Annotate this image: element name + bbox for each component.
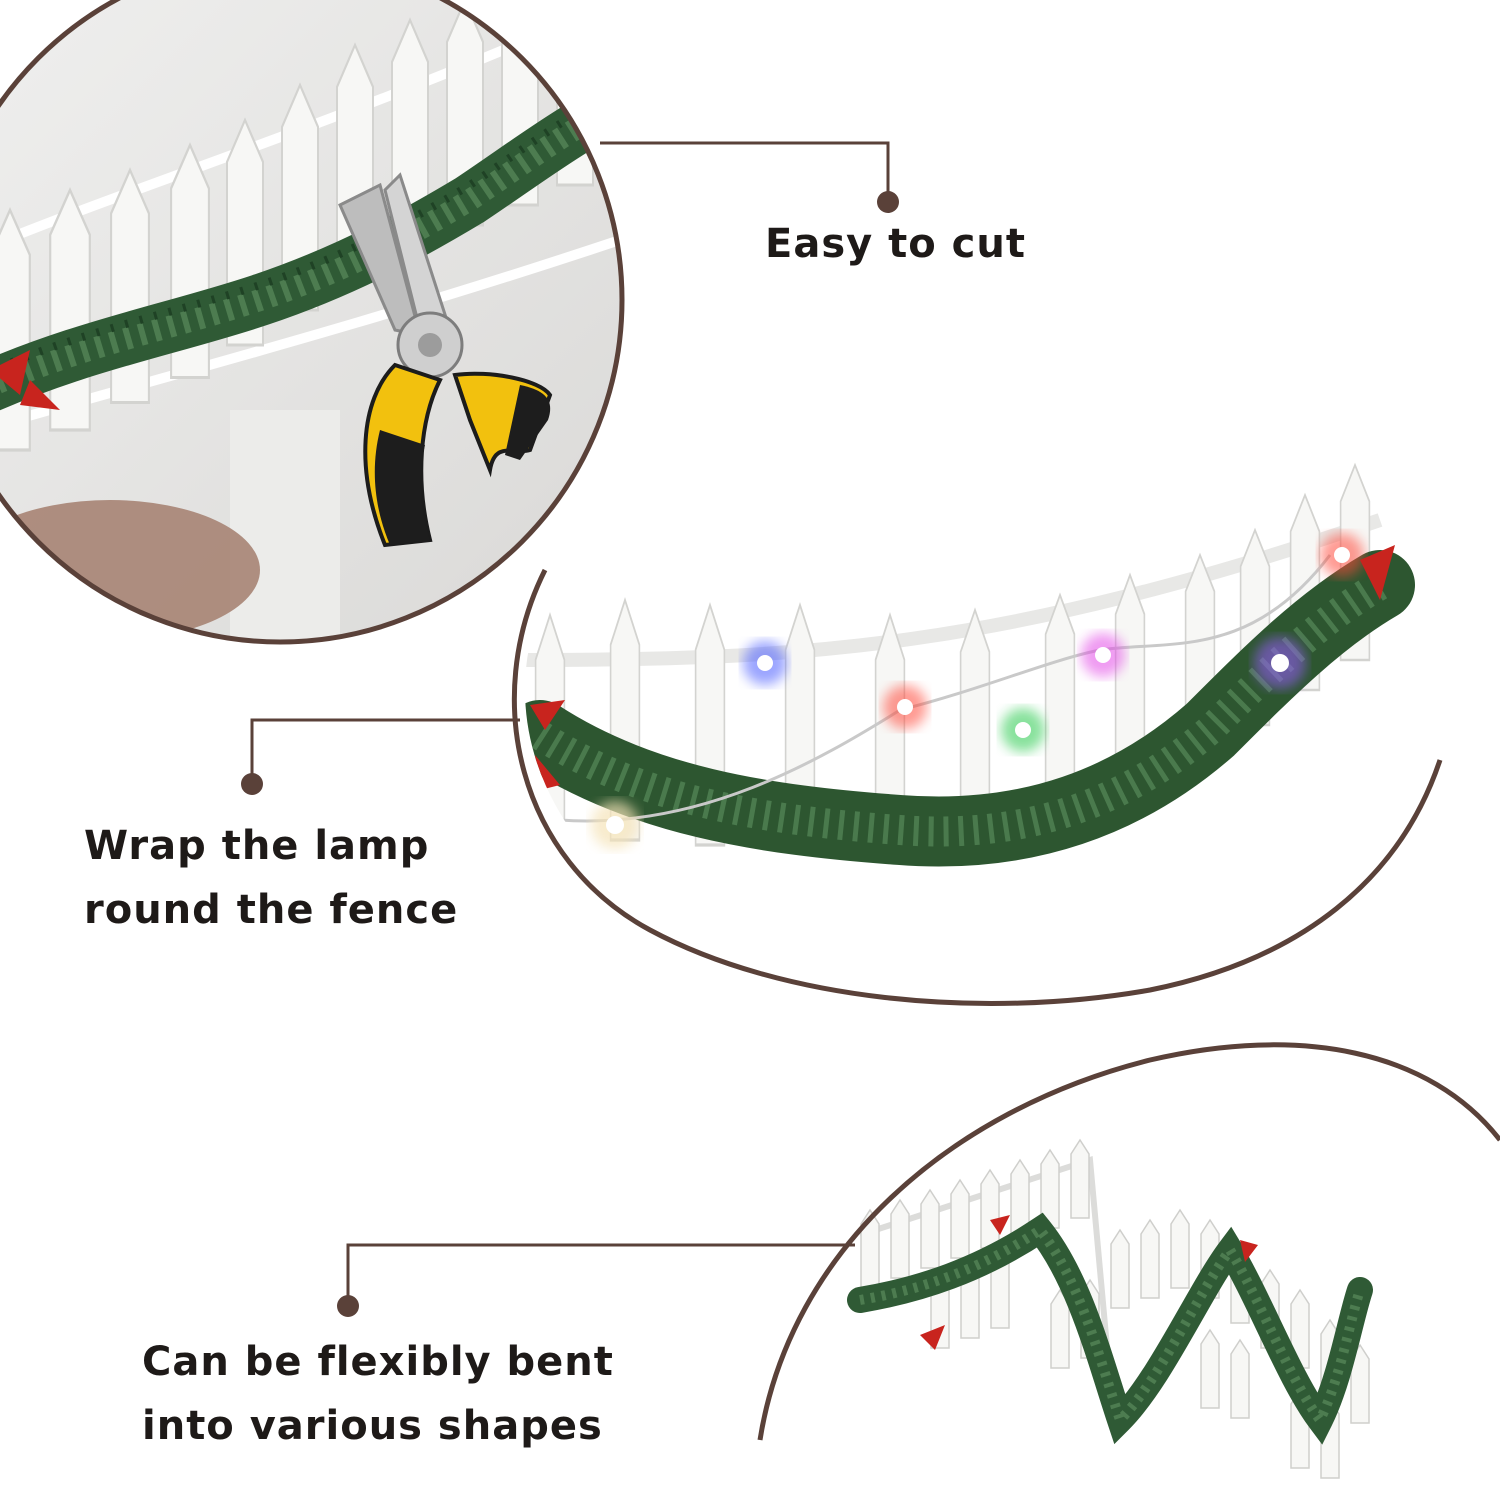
fence-row	[525, 463, 1383, 857]
connector-cut	[600, 141, 899, 213]
string-lights-icon	[591, 533, 1364, 849]
connector-wrap	[241, 718, 520, 795]
feature-label-line: Easy to cut	[765, 221, 1026, 267]
feature-label-bend: Can be flexibly bent into various shapes	[142, 1330, 614, 1458]
feature-label-line: into various shapes	[142, 1403, 603, 1449]
connector-bend	[337, 1243, 855, 1317]
photo-lights-on-fence	[525, 360, 1495, 1020]
red-bow-icon	[0, 350, 60, 410]
feature-label-line: round the fence	[84, 887, 459, 933]
feature-label-cut: Easy to cut	[765, 212, 1026, 276]
pliers-icon	[338, 172, 553, 548]
photo-cut-garland	[0, 0, 622, 642]
photo-zigzag-fence	[745, 1035, 1500, 1500]
green-garland	[0, 64, 622, 421]
feature-label-line: Wrap the lamp	[84, 823, 430, 869]
zigzag-fence-icon	[847, 1139, 1373, 1479]
feature-label-line: Can be flexibly bent	[142, 1339, 614, 1385]
feature-label-wrap: Wrap the lamp round the fence	[84, 814, 458, 942]
